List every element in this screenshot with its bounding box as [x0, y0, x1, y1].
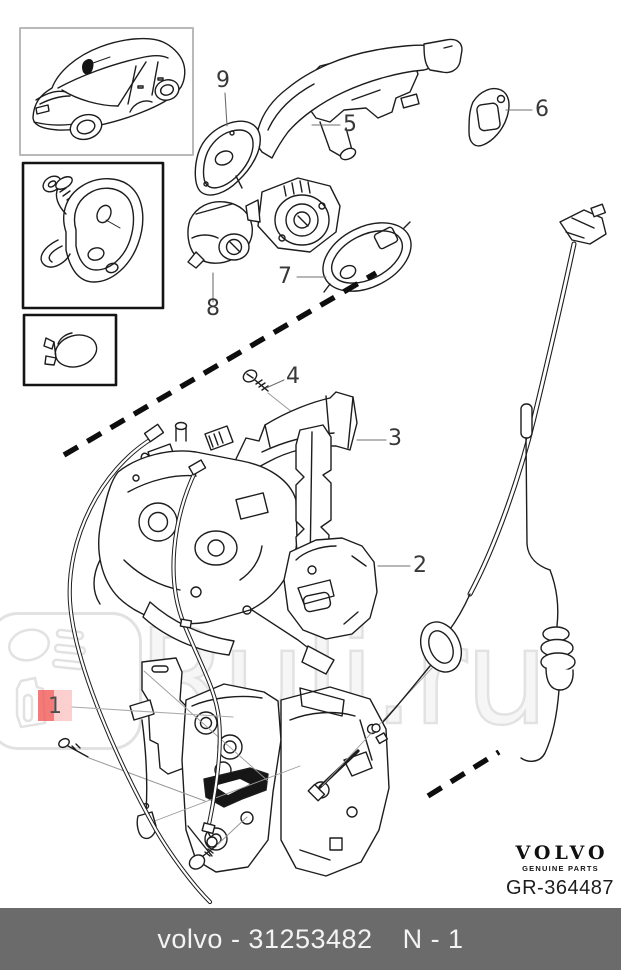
- lock-housing-part: [187, 200, 253, 269]
- part-label-5: 5: [343, 112, 357, 137]
- part-label-2: 2: [413, 553, 427, 578]
- part-label-8: 8: [206, 296, 220, 321]
- exploded-view-artwork: [19, 27, 607, 905]
- actuator-cover-part: [283, 537, 378, 640]
- screw-part: [242, 369, 303, 421]
- part-label-9: 9: [216, 68, 230, 93]
- genuine-parts-label: GENUINE PARTS: [522, 864, 599, 873]
- footer-part-number: volvo - 31253482: [157, 923, 373, 954]
- volvo-wordmark: VOLVO: [515, 842, 609, 864]
- part-label-1: 1: [48, 694, 62, 719]
- part-label-3: 3: [388, 426, 402, 451]
- handle-cover-part: [194, 120, 261, 196]
- lock-cylinder-inset: [21, 161, 165, 310]
- release-cable: [371, 203, 607, 733]
- small-cover-part: [468, 87, 510, 147]
- door-handle-part: [256, 38, 463, 161]
- door-lock-body: [141, 657, 433, 877]
- gasket-part: [322, 221, 412, 293]
- vehicle-thumbnail: [19, 27, 194, 156]
- part-label-6: 6: [535, 97, 549, 122]
- label-leader-lines: [71, 92, 533, 718]
- lock-actuator-assembly: [93, 421, 335, 675]
- lock-rod: [520, 403, 576, 762]
- left-cables: [67, 423, 222, 905]
- footer-page-number: N - 1: [402, 923, 464, 954]
- footer-bar: volvo - 31253482 N - 1: [0, 908, 621, 970]
- part-label-7: 7: [278, 264, 292, 289]
- selected-part-highlight: [38, 690, 72, 721]
- brand-block: VOLVO GENUINE PARTS GR-364487: [498, 844, 621, 898]
- cap-inset: [22, 313, 118, 387]
- lock-cylinder-mechanism: [245, 177, 341, 253]
- drawing-number: GR-364487: [506, 876, 614, 899]
- part-label-4: 4: [286, 364, 300, 389]
